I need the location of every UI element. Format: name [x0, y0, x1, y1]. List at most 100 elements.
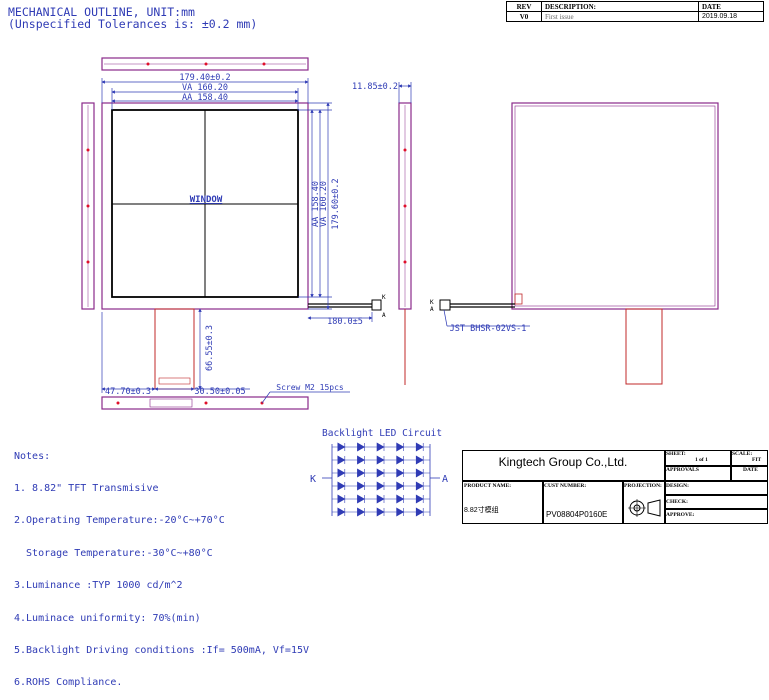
mechanical-drawing: 179.40±0.2 VA 160.20 AA 158.40 AA 158.40… [81, 57, 719, 517]
led-diode-icon [337, 481, 346, 491]
date-value: 2019.09.18 [698, 11, 764, 22]
led-diode-icon [357, 494, 366, 504]
scale-value: FIT [752, 457, 762, 463]
sheet-label: SHEET: [666, 451, 686, 457]
left-side-view [81, 102, 95, 310]
screw-marker [116, 401, 120, 405]
note-2b: Storage Temperature:-30°C~+80°C [14, 547, 213, 559]
rear-view [439, 102, 719, 385]
backlight-title: Backlight LED Circuit [322, 428, 442, 439]
notes-block: Notes: 1. 8.82" TFT Transmisive 2.Operat… [14, 430, 309, 700]
led-diode-icon [357, 455, 366, 465]
led-diode-icon [415, 507, 424, 517]
led-diode-icon [357, 442, 366, 452]
led-diode-icon [376, 481, 385, 491]
design-label: DESIGN: [666, 483, 689, 489]
drawing-title: MECHANICAL OUTLINE, UNIT:mm [8, 5, 195, 19]
cust-number-value: PV08804P0160E [546, 510, 608, 519]
projection-label: PROJECTION: [624, 483, 662, 489]
screw-marker [262, 62, 266, 66]
led-diode-icon [415, 481, 424, 491]
window-label: WINDOW [190, 195, 223, 205]
sheet-value: 1 of 1 [695, 457, 708, 463]
led-diode-icon [337, 507, 346, 517]
company-name: Kingtech Group Co.,Ltd. [498, 455, 628, 469]
screw-marker [204, 62, 208, 66]
led-diode-icon [357, 468, 366, 478]
cust-number-label: CUST NUMBER: [544, 483, 587, 489]
va-width-dim: VA 160.20 [182, 83, 228, 93]
aa-width-dim: AA 158.40 [182, 93, 228, 103]
product-name-value: 8.82寸模组 [464, 507, 499, 514]
approvals-label: APPROVALS [666, 467, 699, 473]
led-diode-icon [396, 468, 405, 478]
led-diode-icon [396, 507, 405, 517]
led-diode-icon [415, 494, 424, 504]
screw-marker [146, 62, 150, 66]
led-diode-icon [396, 481, 405, 491]
screw-marker [86, 148, 90, 152]
thickness-dim: 11.85±0.2 [352, 82, 398, 92]
backlight-led-circuit: Backlight LED Circuit K A [310, 428, 448, 517]
led-diode-icon [337, 468, 346, 478]
screw-marker [204, 401, 208, 405]
led-diode-icon [337, 455, 346, 465]
connector-label: JST BHSR-02VS-1 [450, 324, 527, 334]
front-view [101, 102, 382, 390]
led-diode-icon [396, 494, 405, 504]
va-height-dim: VA 160.20 [319, 181, 329, 227]
fpc-width-dim: 30.50±0.05 [194, 387, 245, 397]
outline-height-dim: 179.60±0.2 [331, 178, 341, 229]
led-diode-icon [396, 455, 405, 465]
fpc-length-dim: 66.55±0.3 [205, 325, 215, 371]
screw-label: Screw M2 15pcs [276, 383, 344, 392]
rear-pin-k-label: K [430, 299, 434, 306]
note-5: 5.Backlight Driving conditions :If= 500m… [14, 644, 310, 656]
led-a-label: A [442, 474, 448, 485]
outline-width-dim: 179.40±0.2 [179, 73, 230, 83]
screw-marker [86, 204, 90, 208]
led-diode-icon [376, 507, 385, 517]
tolerance-note: (Unspecified Tolerances is: ±0.2 mm) [8, 17, 258, 31]
led-diode-icon [396, 442, 405, 452]
left-offset-dim: 47.70±0.3 [105, 387, 151, 397]
led-diode-icon [357, 481, 366, 491]
right-side-view [398, 102, 412, 385]
note-1: 1. 8.82" TFT Transmisive [14, 482, 159, 494]
led-k-label: K [310, 474, 316, 485]
note-3: 3.Luminance :TYP 1000 cd/m^2 [14, 580, 183, 592]
note-4: 4.Luminace uniformity: 70%(min) [14, 612, 201, 624]
product-name-label: PRODUCT NAME: [464, 483, 512, 489]
led-diode-icon [376, 494, 385, 504]
led-diode-icon [337, 494, 346, 504]
screw-marker [403, 260, 407, 264]
notes-title: Notes: [14, 450, 51, 462]
bottom-side-view [101, 396, 309, 410]
date-label: DATE [743, 467, 758, 473]
screw-marker [403, 204, 407, 208]
led-diode-icon [415, 468, 424, 478]
top-side-view [101, 57, 309, 71]
led-diode-icon [415, 455, 424, 465]
pin-k-label: K [382, 294, 386, 301]
projection-symbol-icon [628, 499, 661, 517]
approve-label: APPROVE: [666, 512, 695, 518]
led-diode-icon [376, 468, 385, 478]
aa-height-dim: AA 158.40 [311, 181, 321, 227]
note-6: 6.ROHS Compliance. [14, 677, 123, 689]
scale-label: SCALE: [732, 451, 753, 457]
note-2: 2.Operating Temperature:-20°C~+70°C [14, 515, 225, 527]
revision-table: REV DESCRIPTION: DATE V0 First issue 201… [506, 1, 764, 22]
led-diode-icon [376, 455, 385, 465]
led-diode-icon [357, 507, 366, 517]
led-diode-icon [337, 442, 346, 452]
pin-a-label: A [382, 312, 386, 319]
led-diode-icon [415, 442, 424, 452]
screw-marker [403, 148, 407, 152]
dimension-lines [101, 78, 530, 404]
check-label: CHECK: [666, 499, 688, 505]
led-diode-icon [376, 442, 385, 452]
screw-marker [86, 260, 90, 264]
rear-pin-a-label: A [430, 306, 434, 313]
cable-length-dim: 180.0±5 [327, 317, 363, 327]
